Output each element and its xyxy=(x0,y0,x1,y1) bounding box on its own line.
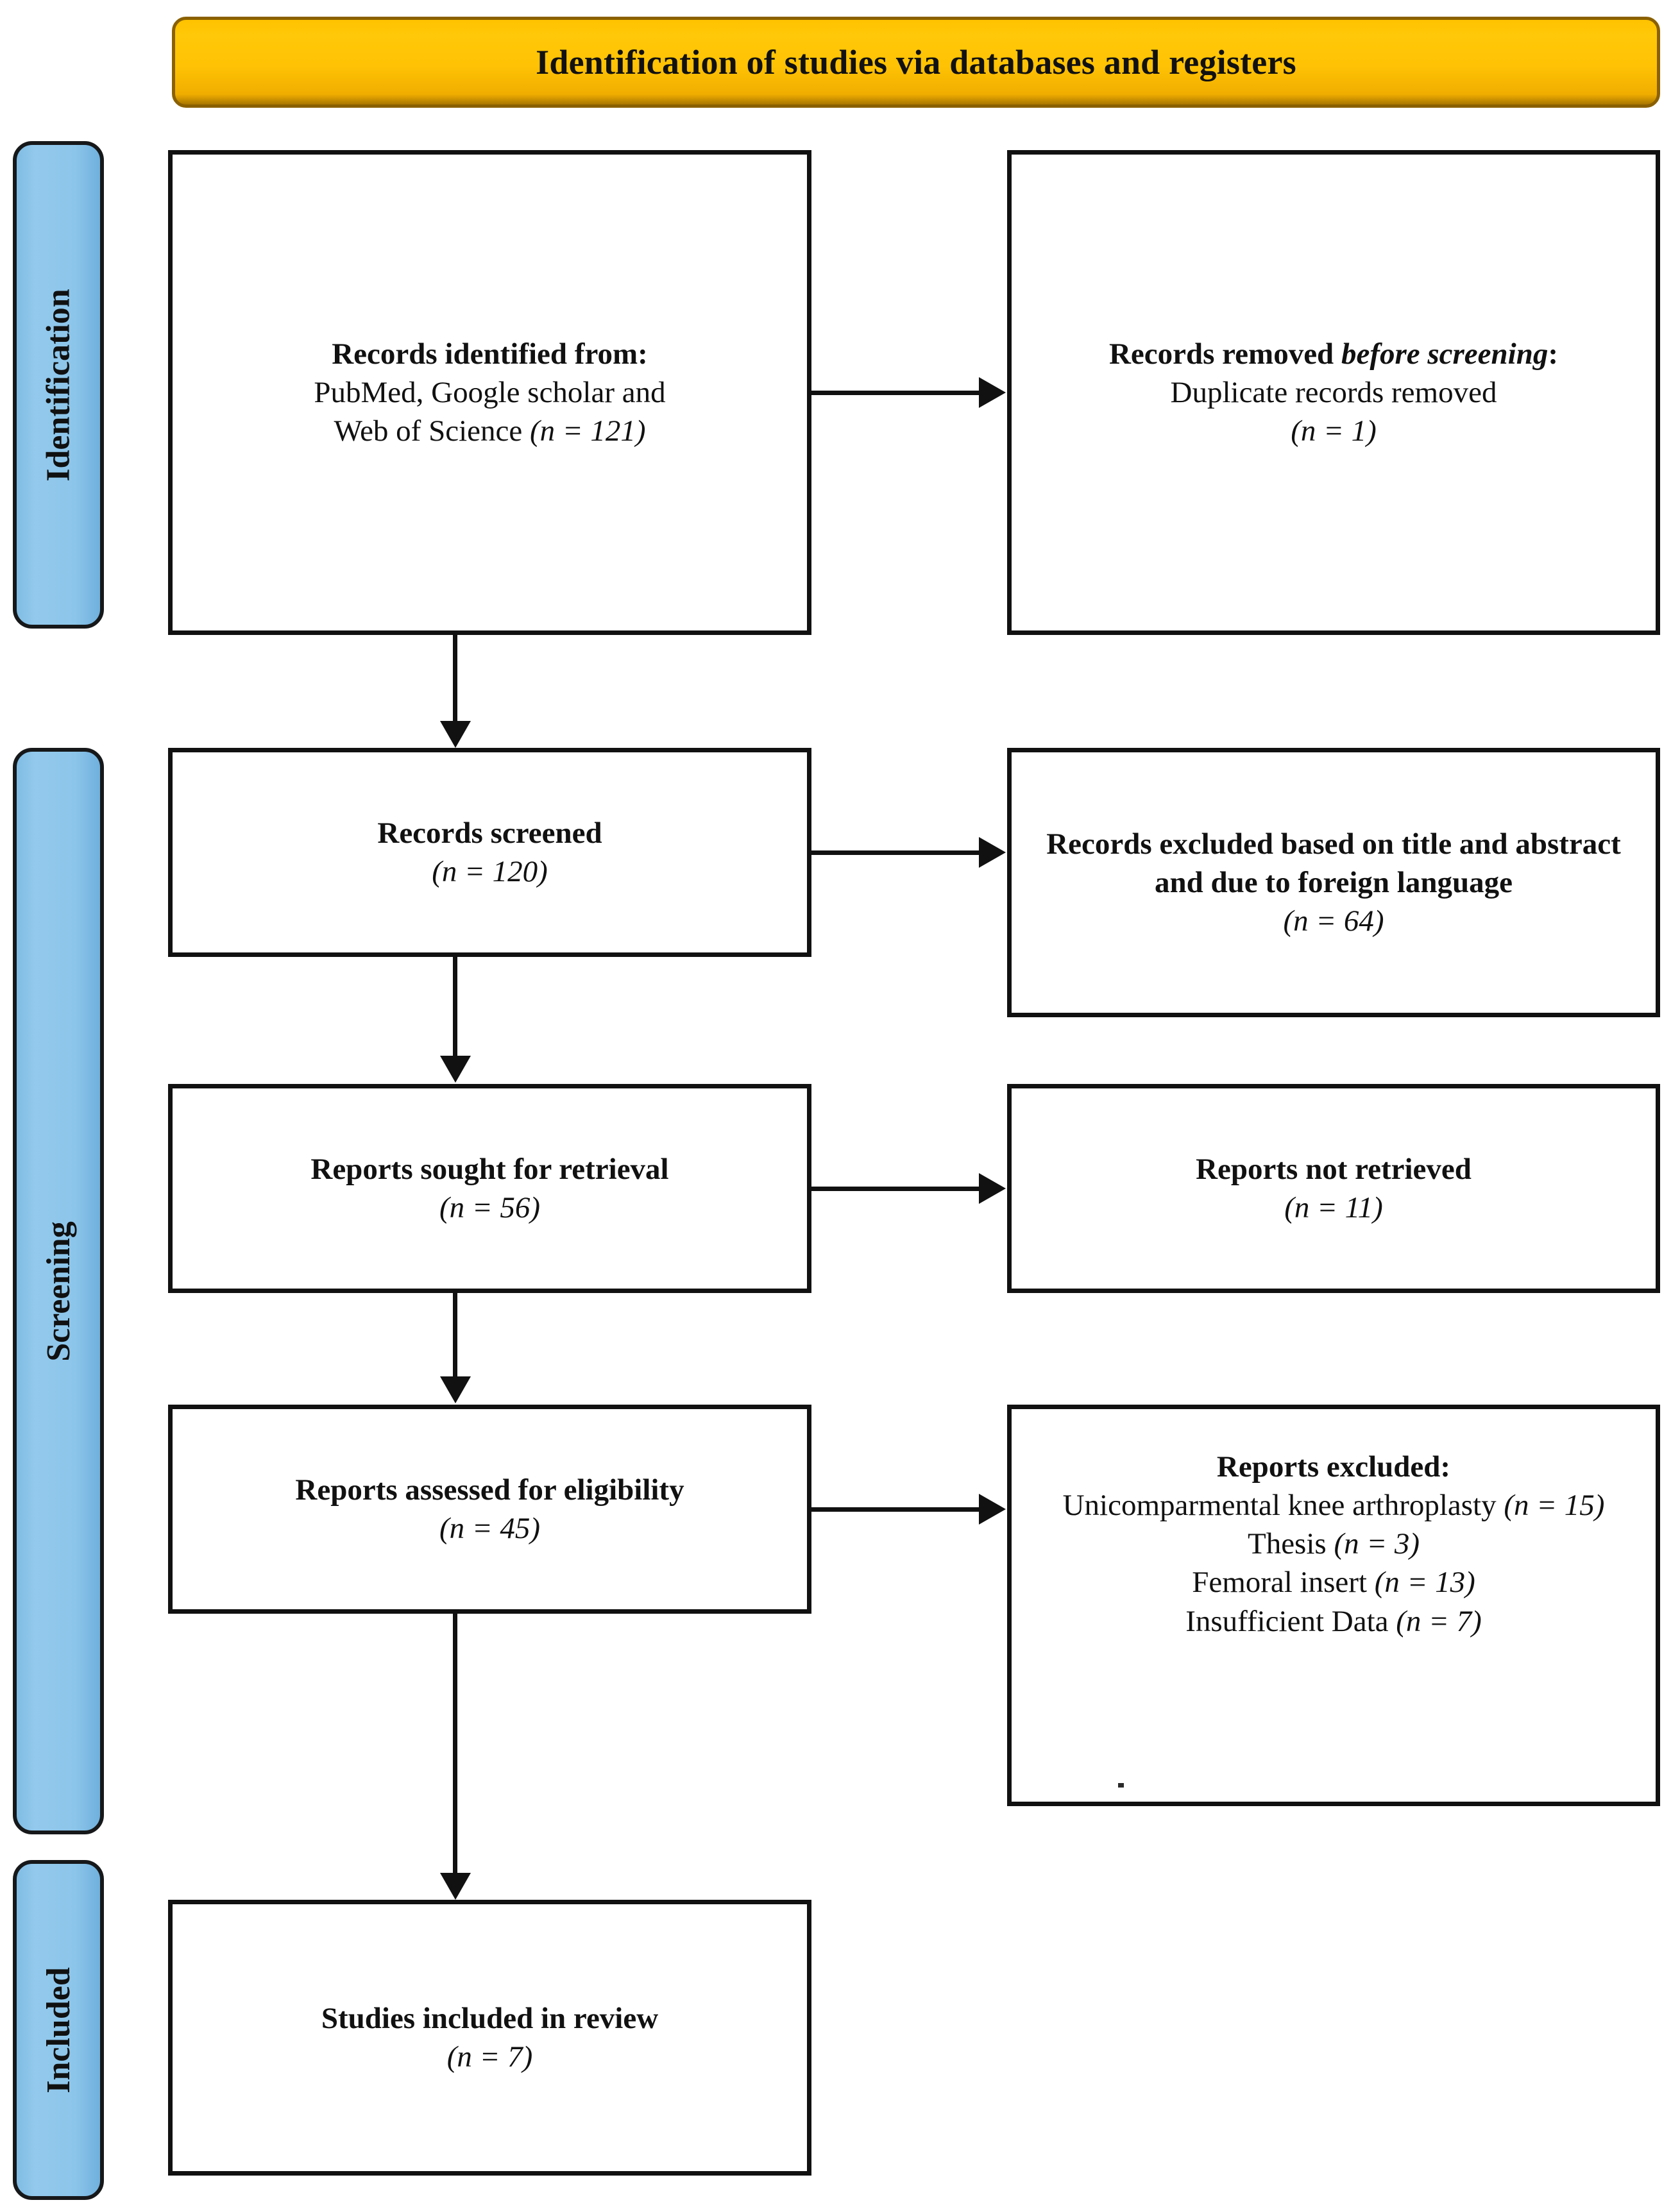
box-records-excluded: Records excluded based on title and abst… xyxy=(1007,748,1660,1017)
records-removed-heading-italic: before screening xyxy=(1341,337,1548,371)
reports-excluded-reason-count-0: (n = 15) xyxy=(1504,1489,1605,1523)
stage-label-identification: Identification xyxy=(40,288,77,482)
box-records-removed-text: Records removed before screening: Duplic… xyxy=(1109,335,1558,450)
reports-assessed-count: (n = 45) xyxy=(439,1512,541,1545)
reports-excluded-reason-label-3: Insufficient Data xyxy=(1185,1604,1389,1638)
box-studies-included: Studies included in review (n = 7) xyxy=(168,1900,811,2176)
arrowhead-right-icon-2 xyxy=(979,837,1006,868)
diagram-header-banner: Identification of studies via databases … xyxy=(172,17,1660,108)
stage-tab-screening: Screening xyxy=(13,748,104,1834)
box-reports-excluded: Reports excluded: Unicomparmental knee a… xyxy=(1007,1405,1660,1806)
reports-assessed-heading: Reports assessed for eligibility xyxy=(295,1473,684,1507)
arrowhead-down-icon-4 xyxy=(440,1873,471,1900)
arrowhead-down-icon-1 xyxy=(440,721,471,748)
stage-tab-included: Included xyxy=(13,1860,104,2200)
reports-excluded-reason-count-1: (n = 3) xyxy=(1334,1527,1420,1561)
box-records-removed: Records removed before screening: Duplic… xyxy=(1007,150,1660,635)
studies-included-count: (n = 7) xyxy=(446,2040,533,2074)
box-reports-not-retrieved: Reports not retrieved (n = 11) xyxy=(1007,1084,1660,1293)
arrowhead-right-icon-3 xyxy=(979,1173,1006,1204)
reports-excluded-reason-count-2: (n = 13) xyxy=(1374,1566,1475,1600)
arrowhead-down-icon-3 xyxy=(440,1376,471,1403)
connector-assessed-to-reports-excluded xyxy=(811,1507,981,1512)
stray-dot-mark xyxy=(1118,1783,1124,1788)
diagram-title: Identification of studies via databases … xyxy=(536,43,1296,81)
box-records-identified: Records identified from: PubMed, Google … xyxy=(168,150,811,635)
connector-sought-to-assessed xyxy=(453,1293,457,1380)
records-identified-heading: Records identified from: xyxy=(332,337,648,371)
reports-sought-heading: Reports sought for retrieval xyxy=(310,1152,669,1186)
records-excluded-count: (n = 64) xyxy=(1283,904,1384,938)
box-records-excluded-text: Records excluded based on title and abst… xyxy=(1027,825,1640,940)
reports-excluded-reason-label-1: Thesis xyxy=(1247,1527,1327,1561)
arrowhead-right-icon-4 xyxy=(979,1494,1006,1525)
records-screened-heading: Records screened xyxy=(377,816,602,850)
records-removed-heading-tail: : xyxy=(1548,337,1559,371)
stage-label-included: Included xyxy=(40,1966,77,2093)
records-removed-count: (n = 1) xyxy=(1291,414,1377,448)
box-records-screened-text: Records screened (n = 120) xyxy=(377,814,602,891)
box-reports-assessed: Reports assessed for eligibility (n = 45… xyxy=(168,1405,811,1614)
reports-excluded-heading: Reports excluded: xyxy=(1216,1450,1451,1484)
records-identified-line3: Web of Science xyxy=(334,414,523,448)
arrowhead-down-icon-2 xyxy=(440,1056,471,1083)
records-removed-line2: Duplicate records removed xyxy=(1170,375,1497,409)
records-removed-heading-plain: Records removed xyxy=(1108,337,1341,371)
connector-screened-to-sought xyxy=(453,957,457,1060)
connector-identified-to-removed xyxy=(811,391,981,395)
box-studies-included-text: Studies included in review (n = 7) xyxy=(321,1999,658,2076)
reports-excluded-reason-label-2: Femoral insert xyxy=(1192,1566,1367,1600)
box-reports-excluded-text: Reports excluded: Unicomparmental knee a… xyxy=(1063,1448,1605,1641)
records-identified-count: (n = 121) xyxy=(529,414,646,448)
records-identified-line2: PubMed, Google scholar and xyxy=(314,375,666,409)
box-reports-sought: Reports sought for retrieval (n = 56) xyxy=(168,1084,811,1293)
box-records-identified-text: Records identified from: PubMed, Google … xyxy=(314,335,665,450)
studies-included-heading: Studies included in review xyxy=(321,2001,659,2035)
box-reports-assessed-text: Reports assessed for eligibility (n = 45… xyxy=(295,1471,684,1548)
connector-screened-to-excluded xyxy=(811,850,981,855)
reports-not-retrieved-count: (n = 11) xyxy=(1284,1191,1383,1224)
reports-sought-count: (n = 56) xyxy=(439,1191,541,1224)
box-reports-not-retrieved-text: Reports not retrieved (n = 11) xyxy=(1196,1150,1472,1227)
reports-excluded-reason-count-3: (n = 7) xyxy=(1396,1604,1482,1638)
connector-assessed-to-included xyxy=(453,1614,457,1877)
records-screened-count: (n = 120) xyxy=(432,855,548,888)
connector-sought-to-not-retrieved xyxy=(811,1187,981,1191)
records-excluded-heading: Records excluded based on title and abst… xyxy=(1046,827,1621,899)
box-reports-sought-text: Reports sought for retrieval (n = 56) xyxy=(310,1150,668,1227)
stage-label-screening: Screening xyxy=(40,1221,77,1362)
connector-identified-to-screened xyxy=(453,635,457,725)
stage-tab-identification: Identification xyxy=(13,141,104,629)
arrowhead-right-icon-1 xyxy=(979,377,1006,408)
reports-excluded-reason-label-0: Unicomparmental knee arthroplasty xyxy=(1062,1489,1497,1523)
reports-not-retrieved-heading: Reports not retrieved xyxy=(1196,1152,1472,1186)
box-records-screened: Records screened (n = 120) xyxy=(168,748,811,957)
